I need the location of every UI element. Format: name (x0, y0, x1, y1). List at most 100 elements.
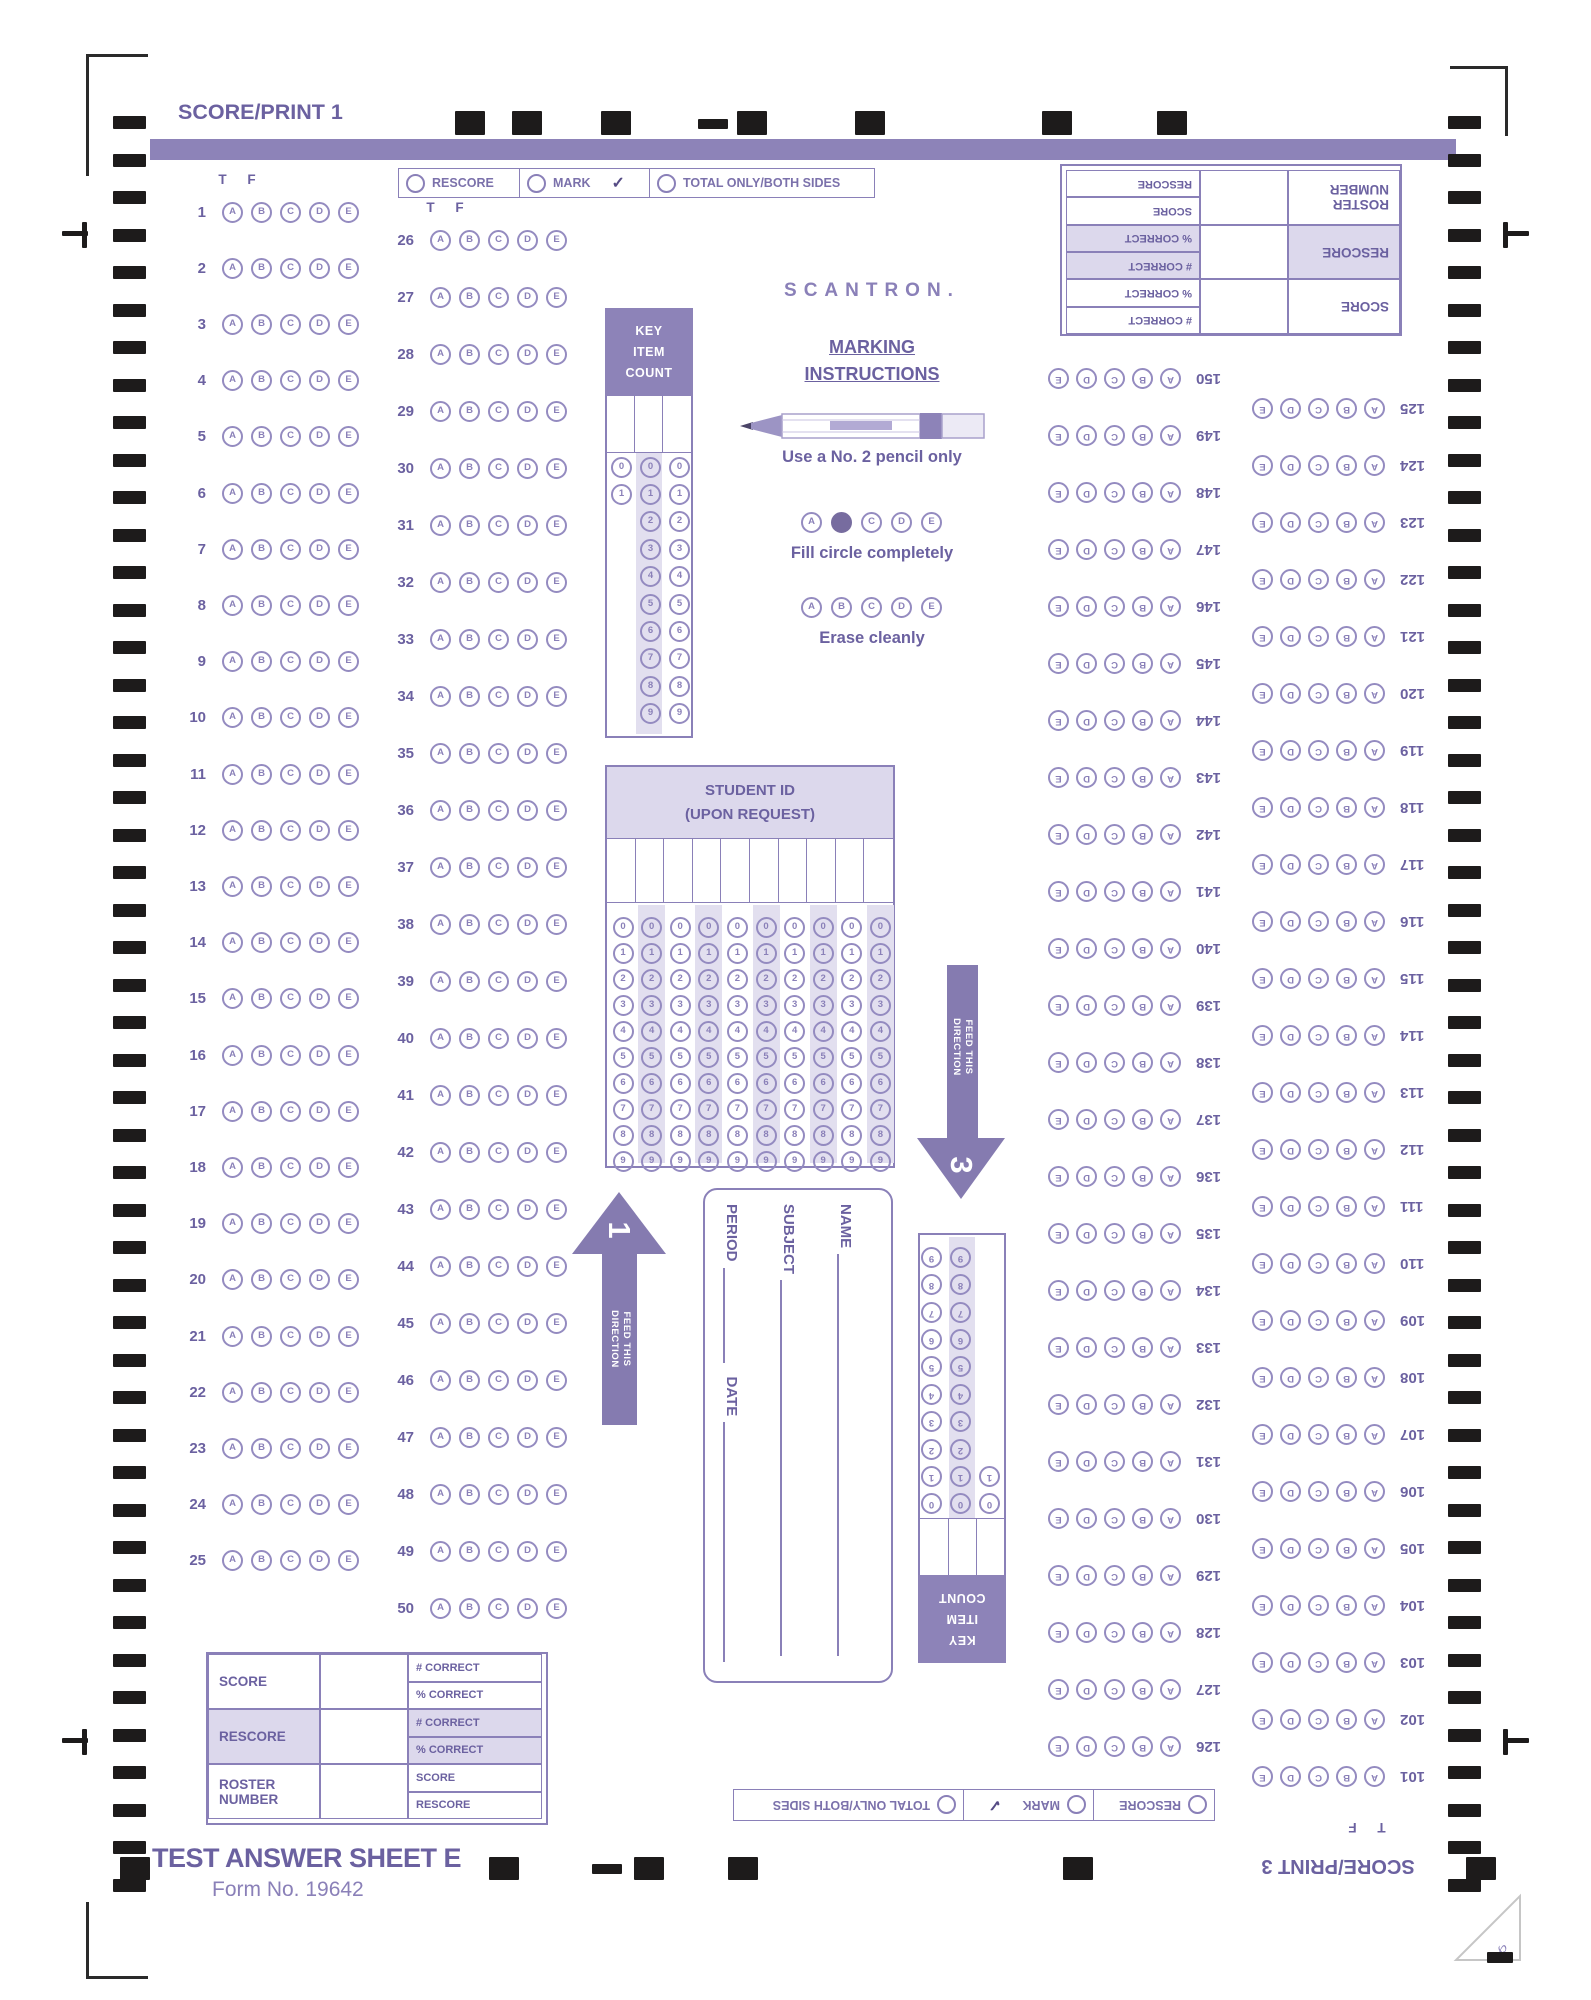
sid-col1-digit-5[interactable]: 5 (612, 1046, 634, 1068)
sid-col4-digit-1[interactable]: 1 (698, 942, 720, 964)
q19-choice-E[interactable]: E (338, 1213, 359, 1235)
q5-choice-A[interactable]: A (222, 426, 243, 448)
q47-choice-C[interactable]: C (488, 1426, 509, 1448)
q27-choice-A[interactable]: A (430, 286, 451, 308)
sid-col5-digit-8[interactable]: 8 (726, 1124, 748, 1146)
q108-choice-C[interactable]: C (1308, 1367, 1329, 1388)
q109-choice-A[interactable]: A (1364, 1310, 1385, 1331)
kic-right-col2-digit-1[interactable]: 1 (950, 1466, 971, 1488)
q108-choice-E[interactable]: E (1252, 1367, 1273, 1388)
kic-left-col2-digit-1[interactable]: 1 (640, 483, 661, 505)
q22-choice-C[interactable]: C (280, 1381, 301, 1403)
q148-choice-B[interactable]: B (1132, 482, 1153, 503)
q143-choice-E[interactable]: E (1048, 767, 1069, 788)
q19-choice-B[interactable]: B (251, 1213, 272, 1235)
sid-col2-digit-7[interactable]: 7 (641, 1098, 663, 1120)
q118-choice-C[interactable]: C (1308, 797, 1329, 818)
sid-col5-digit-6[interactable]: 6 (726, 1072, 748, 1094)
q115-choice-B[interactable]: B (1336, 968, 1357, 989)
sid-col6-digit-1[interactable]: 1 (755, 942, 777, 964)
sid-col8-digit-7[interactable]: 7 (812, 1098, 834, 1120)
q8-choice-B[interactable]: B (251, 594, 272, 616)
q19-choice-A[interactable]: A (222, 1213, 243, 1235)
q129-choice-E[interactable]: E (1048, 1565, 1069, 1586)
q124-choice-B[interactable]: B (1336, 455, 1357, 476)
sid-col10-digit-8[interactable]: 8 (869, 1124, 891, 1146)
sid-col4-digit-6[interactable]: 6 (698, 1072, 720, 1094)
q26-choice-C[interactable]: C (488, 229, 509, 251)
q38-choice-C[interactable]: C (488, 913, 509, 935)
q134-choice-D[interactable]: D (1076, 1280, 1097, 1301)
q25-choice-A[interactable]: A (222, 1550, 243, 1572)
q130-choice-E[interactable]: E (1048, 1508, 1069, 1529)
q118-choice-B[interactable]: B (1336, 797, 1357, 818)
kic-right-col2-digit-2[interactable]: 2 (950, 1438, 971, 1460)
sid-col9-digit-3[interactable]: 3 (841, 994, 863, 1016)
sid-col10-digit-1[interactable]: 1 (869, 942, 891, 964)
kic-left-col1-digit-0[interactable]: 0 (611, 456, 632, 478)
q6-choice-B[interactable]: B (251, 482, 272, 504)
q106-choice-D[interactable]: D (1280, 1481, 1301, 1502)
q120-choice-A[interactable]: A (1364, 683, 1385, 704)
q128-choice-B[interactable]: B (1132, 1622, 1153, 1643)
q113-choice-A[interactable]: A (1364, 1082, 1385, 1103)
sid-col6-digit-7[interactable]: 7 (755, 1098, 777, 1120)
q102-choice-E[interactable]: E (1252, 1709, 1273, 1730)
sid-write-box[interactable] (807, 839, 836, 903)
q18-choice-B[interactable]: B (251, 1156, 272, 1178)
q26-choice-D[interactable]: D (517, 229, 538, 251)
q149-choice-D[interactable]: D (1076, 425, 1097, 446)
q150-choice-D[interactable]: D (1076, 368, 1097, 389)
q31-choice-E[interactable]: E (546, 514, 567, 536)
q124-choice-D[interactable]: D (1280, 455, 1301, 476)
sid-col5-digit-0[interactable]: 0 (726, 916, 748, 938)
q146-choice-C[interactable]: C (1104, 596, 1125, 617)
q41-choice-A[interactable]: A (430, 1084, 451, 1106)
q44-choice-A[interactable]: A (430, 1255, 451, 1277)
q101-choice-C[interactable]: C (1308, 1766, 1329, 1787)
q122-choice-D[interactable]: D (1280, 569, 1301, 590)
total-only-option-circle[interactable] (937, 1795, 956, 1815)
q23-choice-C[interactable]: C (280, 1437, 301, 1459)
q109-choice-E[interactable]: E (1252, 1310, 1273, 1331)
q139-choice-B[interactable]: B (1132, 995, 1153, 1016)
q2-choice-C[interactable]: C (280, 257, 301, 279)
q138-choice-B[interactable]: B (1132, 1052, 1153, 1073)
q14-choice-A[interactable]: A (222, 932, 243, 954)
total-only-option-circle[interactable] (657, 173, 676, 193)
q125-choice-D[interactable]: D (1280, 398, 1301, 419)
q140-choice-B[interactable]: B (1132, 938, 1153, 959)
sid-col3-digit-8[interactable]: 8 (669, 1124, 691, 1146)
q18-choice-E[interactable]: E (338, 1156, 359, 1178)
q6-choice-A[interactable]: A (222, 482, 243, 504)
q36-choice-B[interactable]: B (459, 799, 480, 821)
q13-choice-B[interactable]: B (251, 875, 272, 897)
sid-col2-digit-0[interactable]: 0 (641, 916, 663, 938)
q46-choice-C[interactable]: C (488, 1369, 509, 1391)
sid-col1-digit-4[interactable]: 4 (612, 1020, 634, 1042)
q111-choice-E[interactable]: E (1252, 1196, 1273, 1217)
q114-choice-B[interactable]: B (1336, 1025, 1357, 1046)
q45-choice-C[interactable]: C (488, 1312, 509, 1334)
q103-choice-E[interactable]: E (1252, 1652, 1273, 1673)
q28-choice-B[interactable]: B (459, 343, 480, 365)
q104-choice-A[interactable]: A (1364, 1595, 1385, 1616)
q133-choice-E[interactable]: E (1048, 1337, 1069, 1358)
q101-choice-A[interactable]: A (1364, 1766, 1385, 1787)
q10-choice-D[interactable]: D (309, 707, 330, 729)
q145-choice-C[interactable]: C (1104, 653, 1125, 674)
q119-choice-C[interactable]: C (1308, 740, 1329, 761)
q6-choice-E[interactable]: E (338, 482, 359, 504)
kic-left-col3-digit-7[interactable]: 7 (669, 648, 690, 670)
q11-choice-D[interactable]: D (309, 763, 330, 785)
q2-choice-A[interactable]: A (222, 257, 243, 279)
q101-choice-D[interactable]: D (1280, 1766, 1301, 1787)
q102-choice-D[interactable]: D (1280, 1709, 1301, 1730)
q109-choice-D[interactable]: D (1280, 1310, 1301, 1331)
q19-choice-C[interactable]: C (280, 1213, 301, 1235)
q132-choice-A[interactable]: A (1160, 1394, 1181, 1415)
rescore-option-circle[interactable] (406, 173, 425, 193)
q5-choice-E[interactable]: E (338, 426, 359, 448)
sid-col3-digit-2[interactable]: 2 (669, 968, 691, 990)
q39-choice-E[interactable]: E (546, 970, 567, 992)
